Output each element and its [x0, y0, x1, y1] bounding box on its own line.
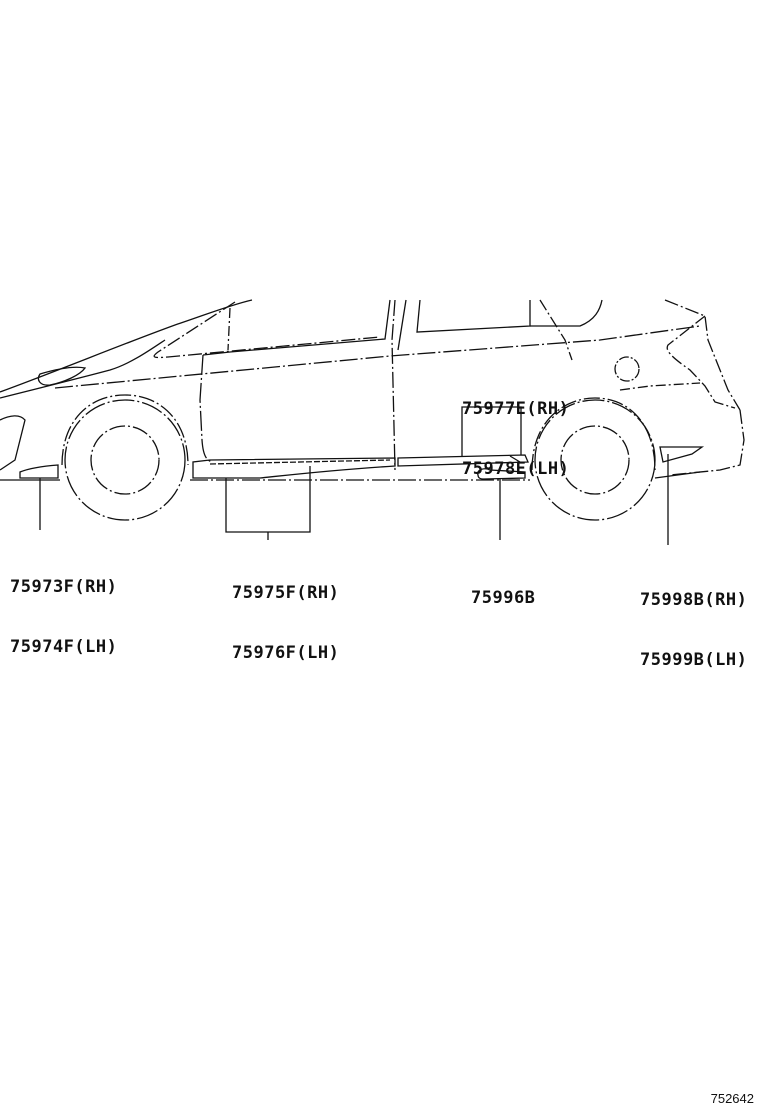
callout-front-fender-moulding: 75973F(RH) 75974F(LH) [10, 537, 117, 697]
diagram-reference-number: 752642 [710, 1091, 754, 1106]
part-number-lh: 75978E(LH) [462, 459, 570, 479]
part-number-rh: 75998B(RH) [640, 590, 748, 610]
callout-rear-bumper-moulding: 75998B(RH) 75999B(LH) [640, 550, 747, 710]
callout-rocker-moulding-rear: 75977E(RH) 75978E(LH) [462, 359, 569, 519]
callout-emblem: 75996B [471, 548, 535, 648]
part-number-rh: 75973F(RH) [10, 577, 118, 597]
part-number: 75996B [471, 588, 536, 608]
part-number-rh: 75977E(RH) [462, 399, 570, 419]
part-number-rh: 75975F(RH) [232, 583, 340, 603]
callout-rocker-moulding-front: 75975F(RH) 75976F(LH) [232, 543, 339, 703]
part-number-lh: 75974F(LH) [10, 637, 118, 657]
part-number-lh: 75976F(LH) [232, 643, 340, 663]
part-number-lh: 75999B(LH) [640, 650, 748, 670]
